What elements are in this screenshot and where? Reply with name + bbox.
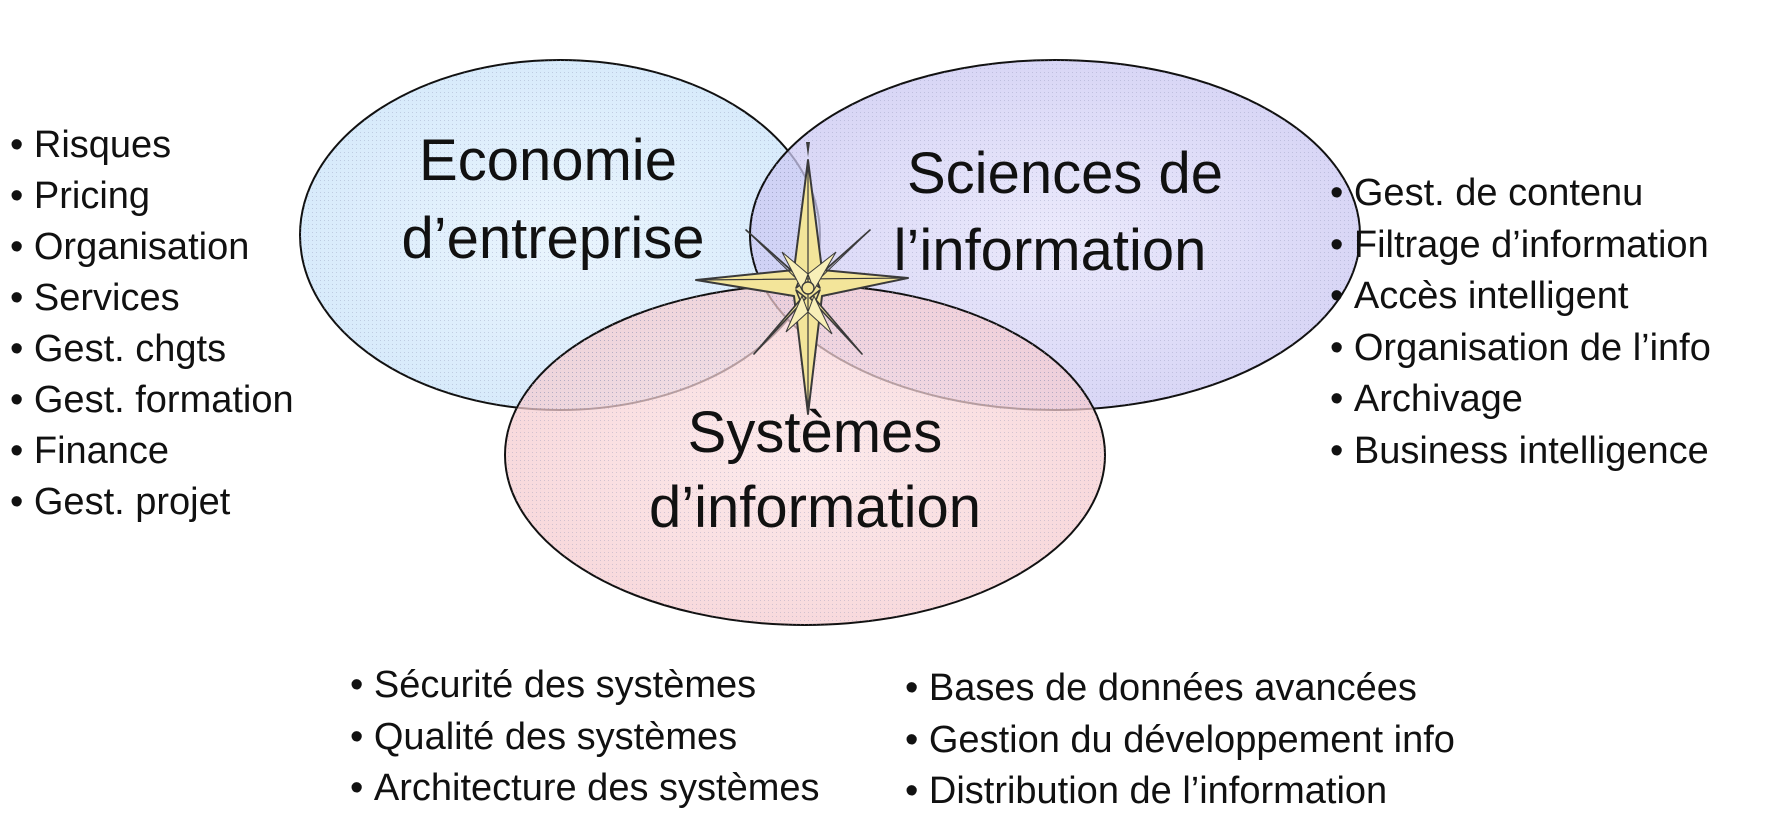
list-item: Finance bbox=[10, 426, 294, 477]
list-item: Sécurité des systèmes bbox=[350, 660, 819, 712]
list-item: Organisation de l’info bbox=[1330, 323, 1711, 375]
list-item: Architecture des systèmes bbox=[350, 763, 820, 815]
sciences-title-line2: l’information bbox=[894, 218, 1207, 283]
list-item: Accès intelligent bbox=[1330, 271, 1711, 323]
list-item: Gest. projet bbox=[10, 477, 294, 528]
economie-title-line1: Economie bbox=[419, 128, 677, 193]
list-item: Pricing bbox=[10, 171, 294, 222]
list-item: Gestion du développement info bbox=[905, 715, 1455, 767]
list-item: Risques bbox=[10, 120, 294, 171]
sciences-title-line1: Sciences de bbox=[907, 141, 1223, 206]
systemes-list-col1: Sécurité des systèmes Qualité des systèm… bbox=[350, 660, 820, 815]
list-item: Services bbox=[10, 273, 294, 324]
list-item: Gest. chgts bbox=[10, 324, 294, 375]
list-item: Business intelligence bbox=[1330, 426, 1711, 478]
compass-star-icon bbox=[695, 142, 909, 415]
list-item: Organisation bbox=[10, 222, 294, 273]
economie-list: Risques Pricing Organisation Services Ge… bbox=[10, 120, 294, 528]
list-item: Qualité des systèmes bbox=[350, 712, 819, 764]
list-item: Bases de données avancées bbox=[905, 663, 1455, 715]
systemes-list-col2: Bases de données avancées Gestion du dév… bbox=[905, 663, 1455, 818]
systemes-title-line1: Systèmes bbox=[688, 400, 943, 465]
list-item: Distribution de l’information bbox=[905, 766, 1455, 818]
sciences-list: Gest. de contenu Filtrage d’information … bbox=[1330, 168, 1711, 477]
list-item: Gest. de contenu bbox=[1330, 168, 1711, 220]
list-item: Filtrage d’information bbox=[1330, 220, 1711, 272]
list-item: Gest. formation bbox=[10, 375, 294, 426]
economie-title-line2: d’entreprise bbox=[401, 206, 704, 271]
systemes-title-line2: d’information bbox=[649, 475, 981, 540]
list-item: Archivage bbox=[1330, 374, 1711, 426]
